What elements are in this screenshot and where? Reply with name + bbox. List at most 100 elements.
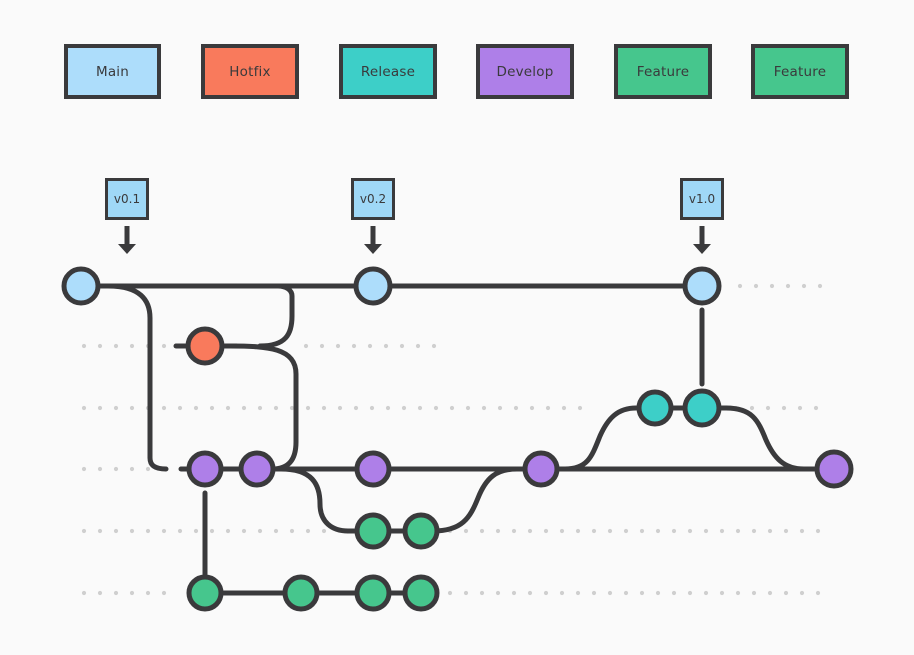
- lane-guide-dot-feature2: [463, 590, 469, 596]
- lane-guide-dot-feature2: [527, 590, 533, 596]
- feature1-commit-2[interactable]: [402, 512, 440, 550]
- legend-item-main-0[interactable]: Main: [64, 44, 161, 99]
- lane-guide-dot-release: [273, 405, 279, 411]
- lane-guide-dot-release: [781, 405, 787, 411]
- lane-guide-dot-main: [785, 283, 791, 289]
- lane-guide-dot-main: [817, 283, 823, 289]
- lane-guide-dot-release: [369, 405, 375, 411]
- feature1-commit-1[interactable]: [354, 512, 392, 550]
- develop-commit-3[interactable]: [354, 450, 392, 488]
- version-tag-v0-1[interactable]: v0.1: [105, 178, 149, 220]
- edge-feature1-merge-develop: [430, 466, 520, 534]
- develop-commit-1[interactable]: [186, 450, 224, 488]
- lane-guide-dot-release: [813, 405, 819, 411]
- main-commit-3[interactable]: [682, 266, 722, 306]
- lane-guide-dot-feature2: [447, 590, 453, 596]
- lane-guide-dot-release: [401, 405, 407, 411]
- lane-guide-dot-feature2: [719, 590, 725, 596]
- lane-guide-dot-feature1: [751, 528, 757, 534]
- lane-guide-dot-feature1: [623, 528, 629, 534]
- lane-guide-dot-release: [129, 405, 135, 411]
- lane-guide-dot-release: [385, 405, 391, 411]
- lane-guide-dot-hotfix: [303, 343, 309, 349]
- feature2-commit-1[interactable]: [186, 574, 224, 612]
- lane-guide-dot-release: [497, 405, 503, 411]
- lane-guide-dot-main: [801, 283, 807, 289]
- lane-guide-dot-hotfix: [431, 343, 437, 349]
- lane-guide-dot-release: [289, 405, 295, 411]
- legend-item-develop-3[interactable]: Develop: [476, 44, 574, 99]
- lane-guide-dot-feature1: [193, 528, 199, 534]
- lane-guide-dot-feature2: [799, 590, 805, 596]
- version-tag-label: v0.2: [359, 192, 387, 206]
- lane-guide-dot-feature2: [687, 590, 693, 596]
- lane-guide-dot-hotfix: [383, 343, 389, 349]
- lane-guide-dot-release: [113, 405, 119, 411]
- release-commit-1[interactable]: [636, 389, 674, 427]
- lane-guide-dot-feature1: [719, 528, 725, 534]
- legend-item-release-2[interactable]: Release: [339, 44, 437, 99]
- version-tag-label: v0.1: [113, 192, 141, 206]
- version-tag-v0-2[interactable]: v0.2: [351, 178, 395, 220]
- lane-guide-dot-hotfix: [335, 343, 341, 349]
- lane-guide-dot-release: [765, 405, 771, 411]
- lane-guide-dot-feature2: [113, 590, 119, 596]
- lane-guide-dot-feature2: [479, 590, 485, 596]
- lane-guide-dot-feature2: [145, 590, 151, 596]
- lane-guide-dot-feature2: [623, 590, 629, 596]
- branch-legend: Main Hotfix Release Develop Feature Feature: [0, 0, 914, 140]
- lane-guide-dot-release: [545, 405, 551, 411]
- lane-guide-dot-main: [737, 283, 743, 289]
- lane-guide-dot-feature1: [735, 528, 741, 534]
- develop-commit-5[interactable]: [814, 449, 854, 489]
- lane-guide-dot-feature2: [783, 590, 789, 596]
- main-commit-1[interactable]: [61, 266, 101, 306]
- lane-guide-dot-release: [749, 405, 755, 411]
- legend-item-feature-5[interactable]: Feature: [751, 44, 849, 99]
- release-commit-2[interactable]: [682, 388, 722, 428]
- feature2-commit-3[interactable]: [354, 574, 392, 612]
- lane-guide-dot-hotfix: [97, 343, 103, 349]
- main-commit-2[interactable]: [353, 266, 393, 306]
- lane-guide-dot-feature1: [687, 528, 693, 534]
- legend-item-feature-4[interactable]: Feature: [614, 44, 712, 99]
- lane-guide-dot-develop: [113, 466, 119, 472]
- lane-guide-dot-feature2: [591, 590, 597, 596]
- lane-guide-dot-hotfix: [399, 343, 405, 349]
- lane-guide-dot-release: [337, 405, 343, 411]
- lane-guide-dot-feature1: [799, 528, 805, 534]
- lane-guide-dot-feature2: [543, 590, 549, 596]
- lane-guide-dot-release: [225, 405, 231, 411]
- lane-guide-dot-feature2: [703, 590, 709, 596]
- develop-commit-2[interactable]: [238, 450, 276, 488]
- develop-commit-4[interactable]: [522, 450, 560, 488]
- version-tag-v1-0[interactable]: v1.0: [680, 178, 724, 220]
- lane-guide-dot-hotfix: [81, 343, 87, 349]
- lane-guide-dot-feature2: [161, 590, 167, 596]
- hotfix-commit-1[interactable]: [185, 326, 225, 366]
- lane-guide-dot-release: [449, 405, 455, 411]
- lane-guide-dot-feature2: [495, 590, 501, 596]
- lane-guide-dot-feature2: [511, 590, 517, 596]
- feature2-commit-4[interactable]: [402, 574, 440, 612]
- legend-item-hotfix-1[interactable]: Hotfix: [201, 44, 299, 99]
- commit-nodes: [61, 266, 854, 612]
- lane-guide-dot-develop: [97, 466, 103, 472]
- lane-guide-dot-hotfix: [129, 343, 135, 349]
- legend-item-label: Feature: [636, 63, 690, 80]
- lane-guide-dot-release: [529, 405, 535, 411]
- lane-guide-dot-feature1: [495, 528, 501, 534]
- lane-guide-dot-feature1: [767, 528, 773, 534]
- lane-guide-dot-release: [481, 405, 487, 411]
- lane-guide-dot-feature2: [129, 590, 135, 596]
- lane-guide-dot-release: [81, 405, 87, 411]
- lane-guide-dot-feature1: [209, 528, 215, 534]
- lane-guide-dot-release: [257, 405, 263, 411]
- legend-item-label: Develop: [496, 63, 554, 80]
- feature2-commit-2[interactable]: [282, 574, 320, 612]
- legend-item-label: Main: [95, 63, 130, 80]
- lane-guide-dot-feature1: [97, 528, 103, 534]
- edge-develop-to-release: [562, 405, 639, 472]
